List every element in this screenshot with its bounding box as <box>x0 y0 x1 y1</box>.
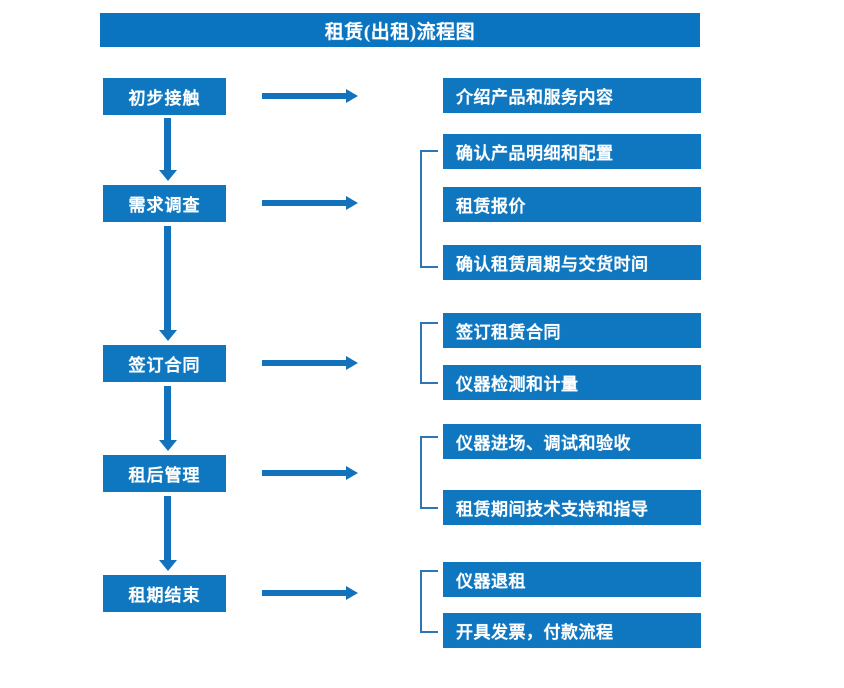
down-arrow-icon-3 <box>158 386 178 453</box>
stage-box-1[interactable]: 初步接触 <box>103 78 226 115</box>
detail-box-5[interactable]: 签订租赁合同 <box>443 313 701 348</box>
detail-box-3[interactable]: 租赁报价 <box>443 187 701 222</box>
down-arrow-icon-1 <box>158 118 178 183</box>
right-arrow-icon-4 <box>262 464 358 482</box>
detail-box-7[interactable]: 仪器进场、调试和验收 <box>443 424 701 459</box>
down-arrow-icon-4 <box>158 496 178 573</box>
page-title: 租赁(出租)流程图 <box>100 13 700 47</box>
group-bracket-needs <box>420 150 438 268</box>
detail-box-10[interactable]: 开具发票，付款流程 <box>443 613 701 648</box>
group-bracket-contract <box>420 322 438 384</box>
group-bracket-end <box>420 570 438 633</box>
detail-box-9[interactable]: 仪器退租 <box>443 562 701 597</box>
stage-box-4[interactable]: 租后管理 <box>103 455 226 492</box>
stage-box-5[interactable]: 租期结束 <box>103 575 226 612</box>
stage-box-2[interactable]: 需求调查 <box>103 185 226 222</box>
group-bracket-management <box>420 436 438 509</box>
detail-box-8[interactable]: 租赁期间技术支持和指导 <box>443 490 701 525</box>
detail-box-4[interactable]: 确认租赁周期与交货时间 <box>443 245 701 280</box>
right-arrow-icon-2 <box>262 194 358 212</box>
detail-box-2[interactable]: 确认产品明细和配置 <box>443 134 701 169</box>
stage-box-3[interactable]: 签订合同 <box>103 345 226 382</box>
down-arrow-icon-2 <box>158 226 178 343</box>
right-arrow-icon-3 <box>262 354 358 372</box>
detail-box-1[interactable]: 介绍产品和服务内容 <box>443 78 701 113</box>
right-arrow-icon-5 <box>262 584 358 602</box>
right-arrow-icon-1 <box>262 87 358 105</box>
detail-box-6[interactable]: 仪器检测和计量 <box>443 365 701 400</box>
